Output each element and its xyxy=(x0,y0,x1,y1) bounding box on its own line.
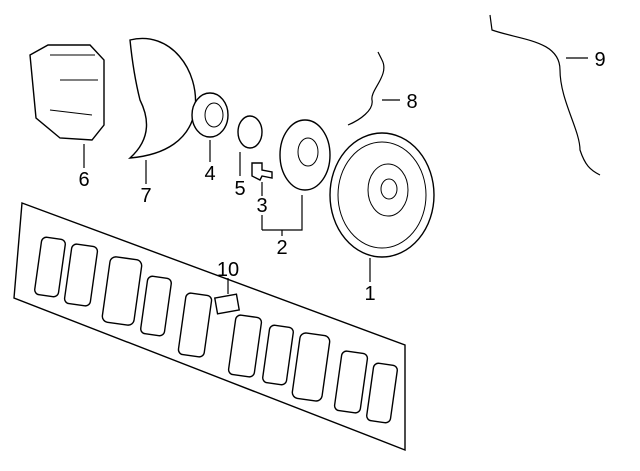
callout-5: 5 xyxy=(234,178,245,200)
callout-6: 6 xyxy=(78,169,89,191)
hub-bolt xyxy=(251,162,273,181)
abs-sensor-wire xyxy=(489,14,601,176)
callout-1: 1 xyxy=(364,283,375,305)
hub xyxy=(279,119,331,191)
wheel-bearing xyxy=(191,92,229,138)
callout-3: 3 xyxy=(256,195,267,217)
splash-shield xyxy=(127,37,197,159)
leader-lines xyxy=(83,57,588,294)
callout-10: 10 xyxy=(217,259,239,281)
callout-9: 9 xyxy=(594,49,605,71)
callout-4: 4 xyxy=(204,163,215,185)
callout-2: 2 xyxy=(276,237,287,259)
snap-ring xyxy=(237,115,263,149)
brake-rotor xyxy=(329,132,435,258)
callout-8: 8 xyxy=(406,91,417,113)
brake-pads xyxy=(34,236,398,424)
brake-hose xyxy=(347,51,385,126)
callout-7: 7 xyxy=(140,185,151,207)
caliper xyxy=(29,44,105,141)
